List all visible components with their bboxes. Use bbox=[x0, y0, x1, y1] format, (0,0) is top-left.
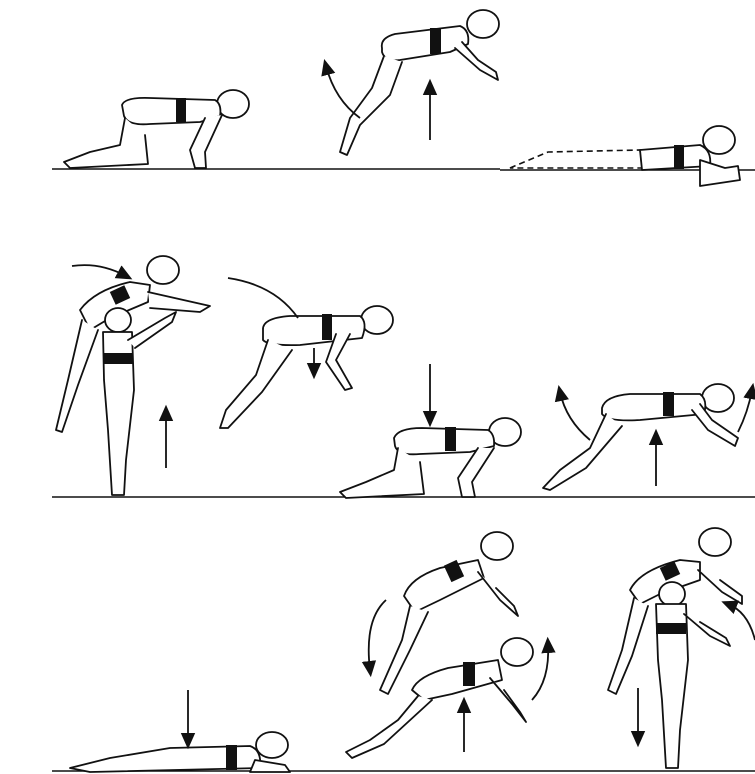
figure-assisted-lift bbox=[56, 256, 210, 495]
figure-falling-forward bbox=[220, 306, 393, 428]
figure-rolling-out bbox=[543, 384, 738, 490]
curved-arrow-icon bbox=[72, 265, 126, 276]
figure-kneeling-down bbox=[340, 418, 521, 498]
curved-arrow-icon bbox=[738, 390, 752, 432]
figure-kneeling-start bbox=[64, 90, 249, 168]
figure-leaping-lower bbox=[346, 638, 533, 758]
figure-jump-up bbox=[340, 10, 499, 155]
figure-assisted-lift-2 bbox=[608, 528, 742, 768]
curved-arrow-icon bbox=[228, 278, 298, 318]
curved-arrow-icon bbox=[728, 604, 755, 640]
curved-arrow-icon bbox=[369, 600, 386, 670]
figure-prone-landing bbox=[510, 126, 740, 186]
curved-arrow-icon bbox=[532, 644, 548, 700]
curved-arrow-icon bbox=[560, 392, 590, 440]
figure-prone-lying bbox=[70, 732, 290, 772]
